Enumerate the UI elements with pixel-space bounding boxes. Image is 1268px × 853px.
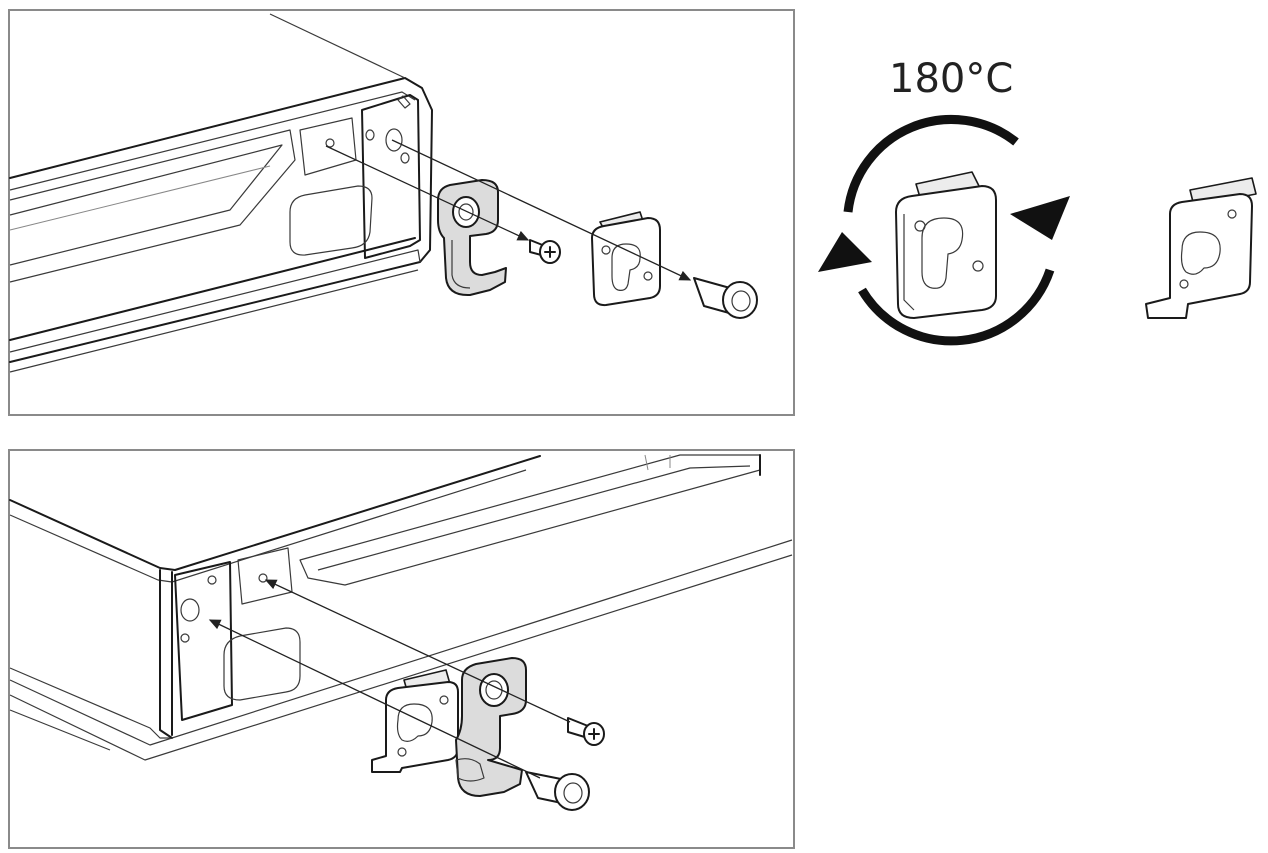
- device-body-top: [9, 13, 433, 373]
- bottom-panel: [8, 449, 795, 849]
- bottom-panel-frame: [8, 449, 795, 849]
- rotating-clip: [895, 171, 997, 319]
- rotation-diagram: 180°C: [818, 56, 1257, 346]
- rivet-bottom: [525, 771, 590, 811]
- rotation-arrowhead-left: [818, 232, 872, 272]
- rotation-label: 180°C: [889, 56, 1013, 102]
- square-clip-top: [591, 211, 661, 307]
- j-bracket-bottom: [455, 657, 527, 797]
- guide-arrow-screw-top: [325, 145, 530, 241]
- screw-bottom: [567, 717, 605, 746]
- small-clip-bottom: [371, 669, 459, 773]
- j-bracket-top: [437, 179, 507, 297]
- device-body-bottom: [9, 454, 793, 761]
- guide-arrow-rivet-top: [391, 139, 692, 281]
- rotation-arrow-upper: [843, 115, 1019, 213]
- rotation-arrow-lower: [858, 268, 1055, 346]
- top-panel: [8, 9, 795, 416]
- rivet-top: [693, 277, 758, 319]
- rotation-arrowhead-right: [1010, 196, 1070, 240]
- rotated-clip-result: [1145, 177, 1257, 319]
- guide-arrow-rivet-bottom: [208, 619, 541, 779]
- top-panel-frame: [8, 9, 795, 416]
- guide-arrow-screw-bottom: [264, 579, 571, 723]
- screw-top: [529, 239, 561, 264]
